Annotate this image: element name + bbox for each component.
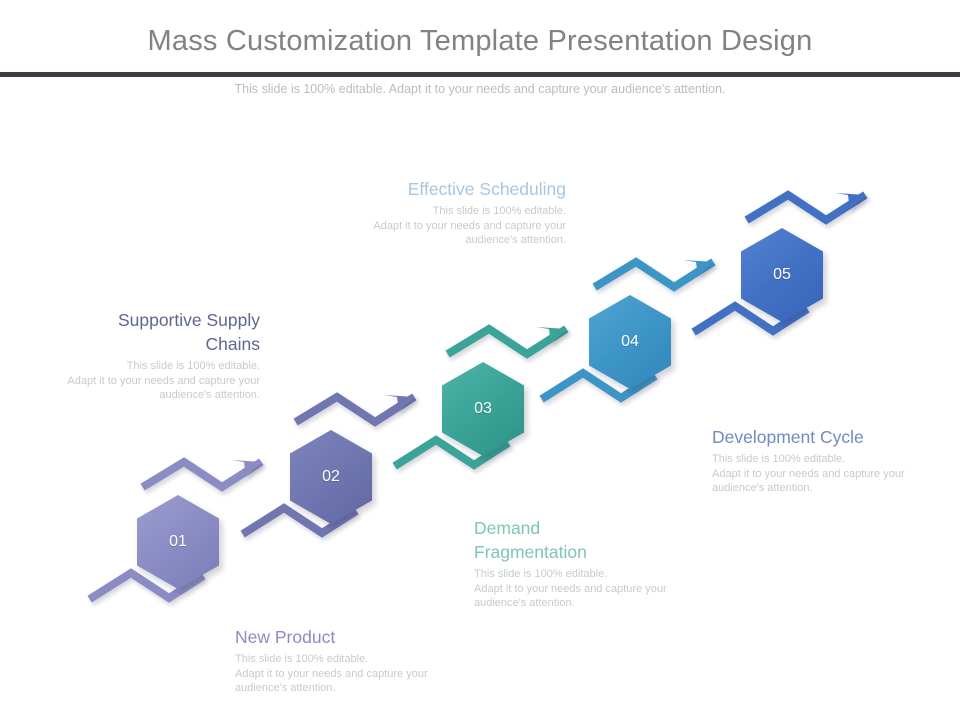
stage-body-03-line3: audience's attention. (474, 597, 575, 609)
stage-heading-03-line1: Demand (474, 518, 541, 538)
connector-arrowhead-01 (231, 460, 262, 476)
stage-text-05: Development Cycle This slide is 100% edi… (712, 425, 947, 496)
stage-body-01: This slide is 100% editable. Adapt it to… (235, 652, 485, 696)
connector-tail-03 (392, 435, 511, 470)
stage-body-04-line1: This slide is 100% editable. (432, 205, 566, 217)
stage-body-05: This slide is 100% editable. Adapt it to… (712, 452, 947, 496)
connector-arrowhead-02 (384, 395, 415, 411)
stage-body-01-line3: audience's attention. (235, 682, 336, 694)
stage-text-02: Supportive Supply Chains This slide is 1… (60, 308, 260, 403)
connector-arm-03 (445, 324, 569, 359)
connector-arrowhead-05 (835, 193, 866, 209)
title-divider (0, 72, 960, 77)
stage-heading-05: Development Cycle (712, 427, 864, 447)
stage-body-02-line1: This slide is 100% editable. (126, 360, 260, 372)
stage-body-02-line3: audience's attention. (159, 389, 260, 401)
connector-tail-01 (87, 568, 206, 603)
stage-03-group (392, 324, 569, 470)
stage-text-01: New Product This slide is 100% editable.… (235, 625, 485, 696)
hexagon-02[interactable] (290, 430, 372, 524)
stage-heading-04: Effective Scheduling (407, 179, 566, 199)
stage-body-02-line2: Adapt it to your needs and capture your (67, 374, 260, 387)
hexagon-03[interactable] (442, 362, 524, 456)
connector-arm-02 (293, 392, 417, 427)
connector-tail-05 (691, 301, 810, 336)
stage-heading-03: Demand Fragmentation (474, 516, 724, 564)
stage-body-02: This slide is 100% editable. Adapt it to… (60, 359, 260, 403)
connector-arm-05 (744, 190, 868, 225)
stage-body-03-line2: Adapt it to your needs and capture your (474, 582, 667, 595)
slide-subtitle: This slide is 100% editable. Adapt it to… (234, 82, 726, 96)
stage-body-04: This slide is 100% editable. Adapt it to… (316, 204, 566, 248)
stage-heading-03-line2: Fragmentation (474, 542, 587, 562)
stage-heading-02: Supportive Supply Chains (60, 308, 260, 356)
hexagon-04[interactable] (589, 295, 671, 389)
stage-body-05-line2: Adapt it to your needs and capture your (712, 467, 905, 480)
stage-body-05-line3: audience's attention. (712, 482, 813, 494)
stage-body-05-line1: This slide is 100% editable. (712, 453, 846, 465)
stage-01-group (87, 457, 264, 603)
stage-heading-01: New Product (235, 627, 336, 647)
connector-arrowhead-03 (536, 327, 567, 343)
stage-04-group (539, 257, 716, 403)
stage-body-01-line2: Adapt it to your needs and capture your (235, 667, 428, 680)
stage-heading-02-line1: Supportive Supply (117, 310, 260, 330)
hexagon-05[interactable] (741, 228, 823, 322)
connector-arm-04 (592, 257, 716, 292)
connector-tail-04 (539, 368, 658, 403)
connector-arrowhead-04 (683, 260, 714, 276)
stage-body-03: This slide is 100% editable. Adapt it to… (474, 567, 724, 611)
stage-02-group (240, 392, 417, 538)
hexagon-01[interactable] (137, 495, 219, 589)
stage-text-03: Demand Fragmentation This slide is 100% … (474, 516, 724, 611)
connector-arm-01 (140, 457, 264, 492)
page-title: Mass Customization Template Presentation… (147, 25, 813, 57)
stage-body-04-line2: Adapt it to your needs and capture your (373, 219, 566, 232)
connector-tail-02 (240, 503, 359, 538)
stage-05-group (691, 190, 868, 336)
stage-body-04-line3: audience's attention. (465, 234, 566, 246)
stage-text-04: Effective Scheduling This slide is 100% … (316, 177, 566, 248)
stage-heading-02-line2: Chains (205, 334, 260, 354)
stage-body-01-line1: This slide is 100% editable. (235, 653, 369, 665)
stage-body-03-line1: This slide is 100% editable. (474, 568, 608, 580)
